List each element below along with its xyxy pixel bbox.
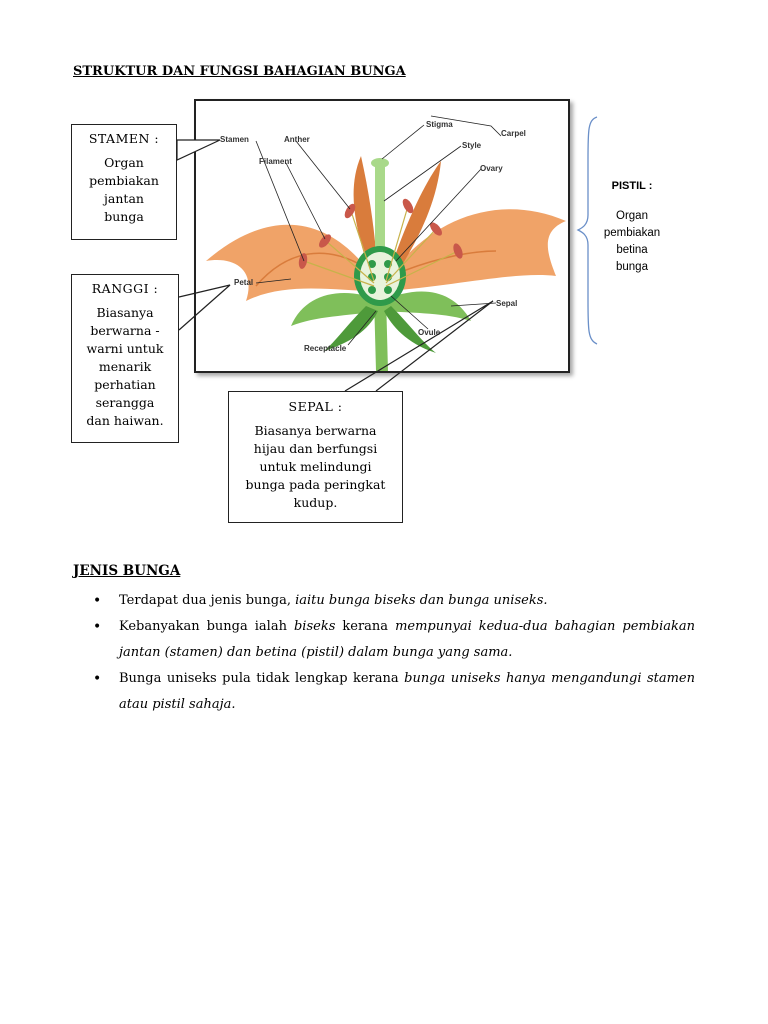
- sepal-callout-line: bunga pada peringkat: [245, 477, 386, 492]
- page-title: STRUKTUR DAN FUNGSI BAHAGIAN BUNGA: [73, 64, 406, 79]
- bullet-italic-text: bunga uniseks hanya mengandungi stamen a…: [119, 671, 695, 712]
- bullet-list: Terdapat dua jenis bunga, iaitu bunga bi…: [91, 588, 695, 718]
- ranggi-callout-title: RANGGI :: [91, 281, 159, 296]
- bullet-item: Kebanyakan bunga ialah biseks kerana mem…: [91, 614, 695, 666]
- flower-diagram: Stamen Anther Filament Stigma Carpel Sty…: [194, 99, 570, 373]
- ranggi-callout-line: dan haiwan.: [86, 413, 164, 428]
- pistil-note-title: PISTIL :: [611, 180, 653, 192]
- pistil-note-line: Organ: [616, 210, 648, 222]
- style: [375, 166, 385, 276]
- label-ovary: Ovary: [480, 164, 503, 173]
- label-receptacle: Receptacle: [304, 344, 347, 353]
- bullet-text: Bunga uniseks pula tidak lengkap kerana: [119, 671, 405, 686]
- pistil-note-line: betina: [616, 244, 648, 256]
- sepal-callout: SEPAL : Biasanya berwarna hijau dan berf…: [228, 391, 403, 523]
- bullet-italic-text: iaitu bunga biseks dan bunga uniseks.: [295, 593, 548, 608]
- sepal-callout-line: untuk melindungi: [259, 459, 372, 474]
- label-filament: Filament: [259, 157, 292, 166]
- stamen-callout-line: Organ: [104, 155, 144, 170]
- ranggi-callout-line: berwarna -: [90, 323, 160, 338]
- ranggi-callout: RANGGI : Biasanya berwarna - warni untuk…: [71, 274, 179, 443]
- bullet-text: Terdapat dua jenis bunga,: [119, 593, 296, 608]
- label-petal: Petal: [234, 278, 253, 287]
- pistil-note-line: bunga: [616, 261, 648, 273]
- label-ovule: Ovule: [418, 328, 441, 337]
- stigma: [371, 158, 389, 168]
- stamen-callout-title: STAMEN :: [88, 131, 160, 146]
- ranggi-callout-line: perhatian: [94, 377, 156, 392]
- sepal-callout-line: hijau dan berfungsi: [253, 441, 378, 456]
- stamen-callout-line: jantan: [104, 191, 144, 206]
- petal-right: [386, 209, 566, 291]
- section-title: JENIS BUNGA: [73, 563, 181, 579]
- label-carpel: Carpel: [501, 129, 526, 138]
- pistil-brace: [576, 116, 598, 345]
- label-stigma: Stigma: [426, 120, 453, 129]
- ranggi-callout-line: Biasanya: [96, 305, 154, 320]
- bullet-text: Kebanyakan bunga ialah: [119, 619, 294, 634]
- sepal-callout-line: Biasanya berwarna: [254, 423, 377, 438]
- pistil-note: PISTIL : Organ pembiakan betina bunga: [596, 178, 668, 276]
- label-style: Style: [462, 141, 482, 150]
- bullet-text: kerana: [335, 619, 396, 634]
- label-stamen: Stamen: [220, 135, 249, 144]
- ranggi-callout-line: menarik: [98, 359, 152, 374]
- label-sepal: Sepal: [496, 299, 517, 308]
- stamen-callout: STAMEN : Organ pembiakan jantan bunga: [71, 124, 177, 240]
- bullet-italic-text: mempunyai kedua-dua bahagian pembiakan j…: [119, 619, 695, 660]
- stamen-callout-line: pembiakan: [89, 173, 159, 188]
- bullet-italic-text: biseks: [293, 619, 336, 634]
- petal-center-right: [388, 161, 441, 283]
- sepal-callout-line: kudup.: [293, 495, 338, 510]
- flower-illustration: Stamen Anther Filament Stigma Carpel Sty…: [206, 115, 566, 371]
- label-anther: Anther: [284, 135, 310, 144]
- bullet-item: Terdapat dua jenis bunga, iaitu bunga bi…: [91, 588, 695, 614]
- pistil-note-line: pembiakan: [603, 227, 661, 239]
- sepal-callout-title: SEPAL :: [288, 399, 343, 414]
- stamen-callout-line: bunga: [104, 209, 144, 224]
- ranggi-callout-line: warni untuk: [86, 341, 164, 356]
- ranggi-callout-line: serangga: [95, 395, 155, 410]
- petal-left: [206, 224, 376, 301]
- bullet-item: Bunga uniseks pula tidak lengkap kerana …: [91, 666, 695, 718]
